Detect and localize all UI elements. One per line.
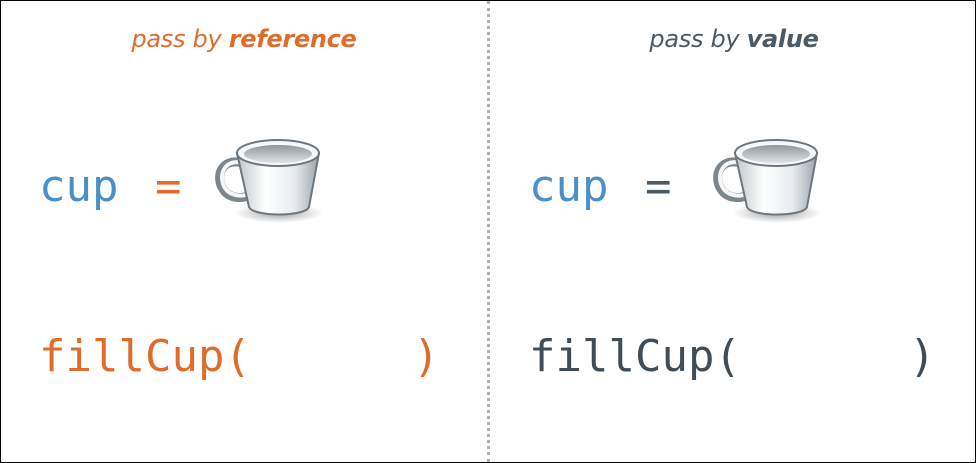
function-call: fillCup(	[39, 331, 251, 382]
equals-sign: =	[645, 161, 672, 212]
equals-sign: =	[155, 161, 182, 212]
heading-keyword: value	[746, 25, 819, 53]
heading-prefix: pass by	[131, 25, 229, 53]
closing-paren: )	[413, 331, 440, 382]
heading-pass-by-value: pass by value	[491, 25, 975, 53]
heading-pass-by-reference: pass by reference	[1, 25, 487, 53]
heading-keyword: reference	[228, 25, 357, 53]
dotted-divider	[487, 1, 490, 462]
function-call: fillCup(	[529, 331, 741, 382]
variable-name: cup	[529, 161, 609, 212]
coffee-cup-icon	[215, 139, 323, 223]
variable-name: cup	[39, 161, 119, 212]
heading-prefix: pass by	[649, 25, 747, 53]
coffee-cup-icon	[713, 139, 821, 223]
panel-pass-by-value: pass by value cup =	[491, 1, 975, 462]
panel-pass-by-reference: pass by reference cup =	[1, 1, 487, 462]
closing-paren: )	[909, 331, 936, 382]
